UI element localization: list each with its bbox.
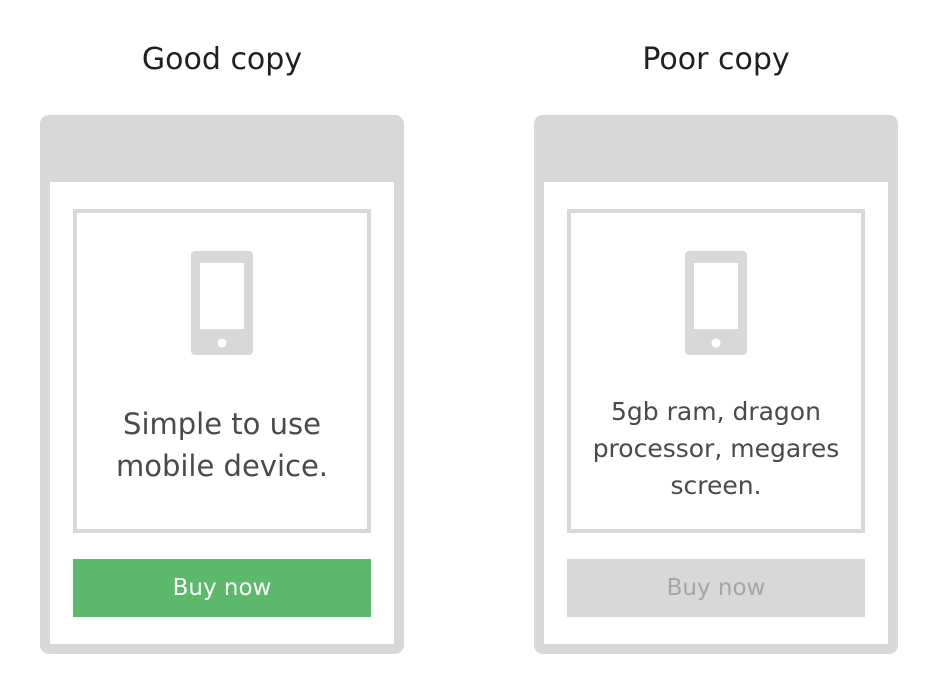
smartphone-icon	[191, 251, 253, 355]
good-copy-title: Good copy	[141, 42, 303, 77]
poor-copy-title: Poor copy	[642, 42, 790, 77]
description-line: 5gb ram, dragon	[611, 397, 821, 426]
description-line: screen.	[670, 471, 762, 500]
description-line: mobile device.	[115, 449, 329, 483]
product-card: 5gb ram, dragon processor, megares scree…	[567, 209, 865, 533]
buy-now-button[interactable]: Buy now	[567, 559, 865, 617]
smartphone-icon	[685, 251, 747, 355]
product-card: Simple to use mobile device.	[73, 209, 371, 533]
phone-header-bar	[40, 115, 404, 182]
buy-now-button[interactable]: Buy now	[73, 559, 371, 617]
phone-header-bar	[534, 115, 898, 182]
poor-phone-mockup: 5gb ram, dragon processor, megares scree…	[534, 115, 898, 654]
product-description: 5gb ram, dragon processor, megares scree…	[571, 393, 861, 504]
description-line: processor, megares	[592, 434, 840, 463]
description-line: Simple to use	[123, 407, 321, 441]
good-phone-mockup: Simple to use mobile device. Buy now	[40, 115, 404, 654]
phone-screen: Simple to use mobile device. Buy now	[50, 182, 394, 644]
phone-screen: 5gb ram, dragon processor, megares scree…	[544, 182, 888, 644]
product-description: Simple to use mobile device.	[77, 403, 367, 487]
